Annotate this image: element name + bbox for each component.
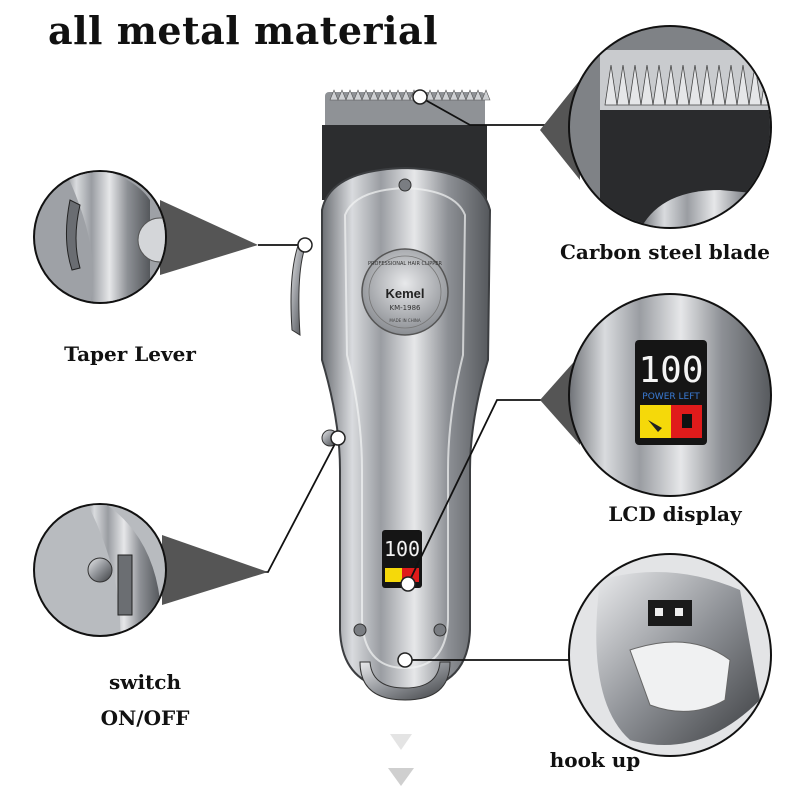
scroll-down-arrow-icon	[388, 768, 414, 786]
hook	[359, 661, 451, 701]
taper-lever	[290, 239, 307, 336]
emblem-top-text: PROFESSIONAL HAIR CLIPPER	[368, 261, 442, 267]
zoom-hook	[568, 553, 772, 757]
emblem-bottom-text: MADE IN CHINA	[389, 318, 420, 323]
body-lcd-value: 100	[384, 537, 420, 561]
callout-points	[297, 89, 428, 668]
callout-lcd-label: LCD display	[608, 502, 742, 526]
zoom-lcd: 100 POWER LEFT	[540, 293, 772, 497]
callout-switch-label: switch	[108, 670, 182, 694]
zoom-switch	[33, 503, 268, 637]
zoom-taper-lever	[33, 170, 258, 304]
zoom-blade	[540, 25, 772, 229]
page-title: all metal material	[48, 8, 439, 53]
scroll-down-arrow-icon	[390, 734, 412, 750]
callout-lever-label: Taper Lever	[64, 342, 196, 366]
zoom-lcd-caption: POWER LEFT	[642, 392, 700, 402]
brand-name: Kemel	[385, 286, 424, 301]
callout-blade-label: Carbon steel blade	[560, 240, 770, 264]
zoom-lcd-value: 100	[638, 350, 703, 391]
model-number: KM-1986	[390, 304, 422, 312]
brand-emblem: PROFESSIONAL HAIR CLIPPER Kemel KM-1986 …	[361, 248, 449, 336]
body-lcd: 100	[382, 530, 422, 588]
callout-switch-state-label: ON/OFF	[100, 706, 190, 730]
callout-hook-label: hook up	[549, 748, 641, 772]
